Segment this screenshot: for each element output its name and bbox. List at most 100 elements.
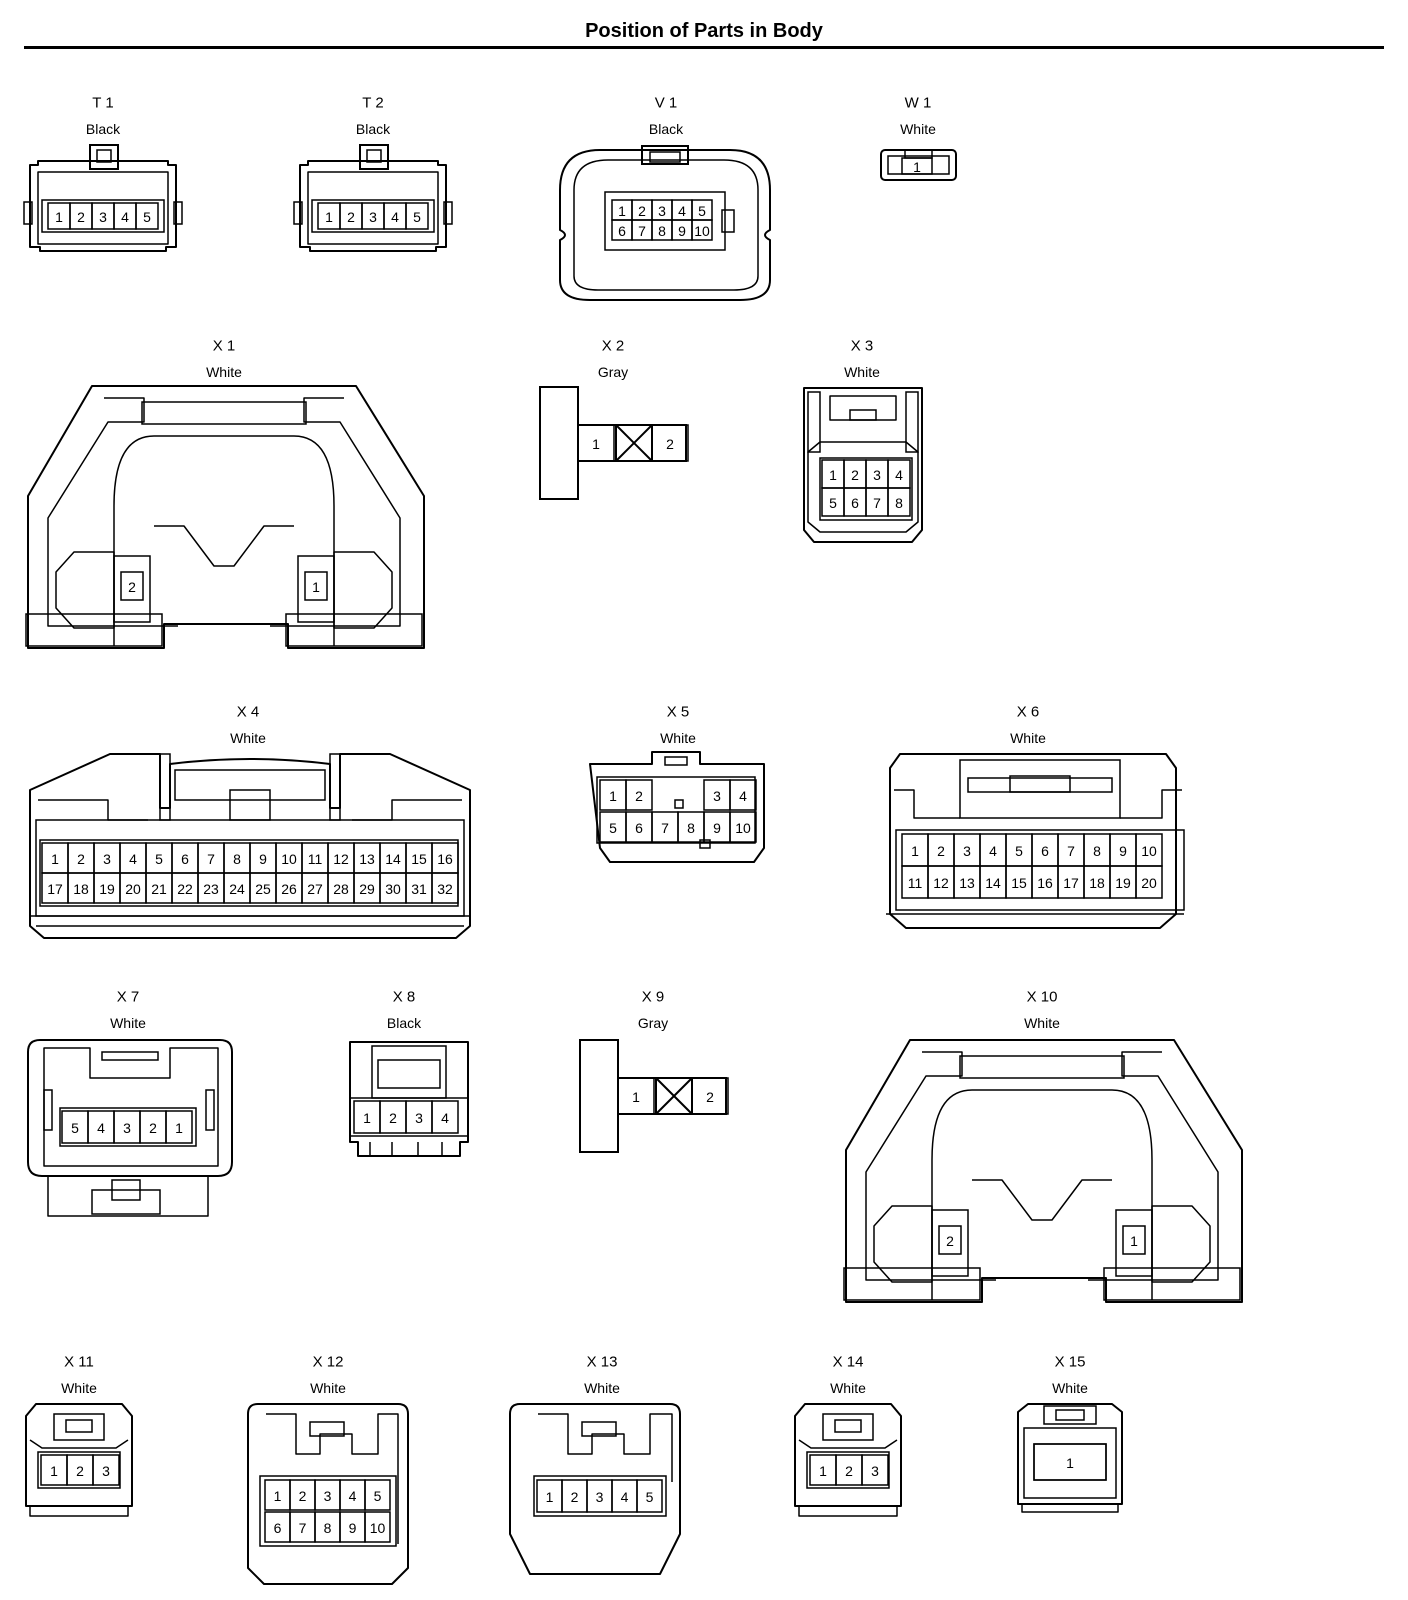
housing-outline	[822, 1413, 874, 1441]
pin-label: 2	[76, 1463, 84, 1479]
housing-outline	[111, 1179, 141, 1201]
pin-label: 1	[50, 1463, 58, 1479]
connector-color: White	[1024, 1015, 1060, 1031]
pin-label: 2	[946, 1233, 954, 1249]
connector-color: Black	[86, 121, 121, 137]
pin-label: 3	[369, 209, 377, 225]
pin-label: 4	[121, 209, 129, 225]
pin-label: 2	[389, 1110, 397, 1126]
connector-color: White	[230, 730, 266, 746]
pin-label: 3	[102, 1463, 110, 1479]
housing-outline	[25, 613, 163, 647]
housing-outline	[141, 401, 307, 425]
pin-label: 12	[333, 851, 349, 867]
pin-label: 25	[255, 881, 271, 897]
pin-label: 1	[1066, 1455, 1074, 1471]
pin-cell	[651, 424, 689, 462]
connector-color: White	[660, 730, 696, 746]
pin-label: 2	[77, 209, 85, 225]
connector-code: X 14	[833, 1354, 864, 1371]
pin-label: 7	[1067, 843, 1075, 859]
housing-outline	[641, 145, 689, 165]
pin-label: 1	[632, 1089, 640, 1105]
pin-label: 2	[706, 1089, 714, 1105]
pin-label: 1	[175, 1120, 183, 1136]
housing-outline	[113, 435, 335, 646]
housing-outline	[1151, 1205, 1211, 1283]
connector-color: Black	[387, 1015, 422, 1031]
pin-label: 10	[694, 223, 710, 239]
pin-label: 2	[571, 1489, 579, 1505]
pin-label: 10	[370, 1520, 386, 1536]
pin-label: 5	[829, 495, 837, 511]
housing-outline	[43, 1089, 53, 1131]
connector-color: White	[830, 1380, 866, 1396]
pin-label: 1	[913, 159, 921, 175]
housing-outline	[1115, 1209, 1153, 1277]
pin-label: 20	[1141, 875, 1157, 891]
housing-outline	[1088, 1051, 1219, 1281]
connector-code: X 8	[393, 989, 416, 1006]
pin-label: 7	[873, 495, 881, 511]
connector-color: White	[1052, 1380, 1088, 1396]
pin-label: 4	[989, 843, 997, 859]
pin-label: 10	[281, 851, 297, 867]
housing-outline	[59, 1107, 197, 1147]
page-title: Position of Parts in Body	[585, 20, 823, 42]
pin-label: 5	[698, 203, 706, 219]
housing-outline	[664, 756, 688, 766]
housing-outline	[905, 391, 919, 453]
pin-cell	[364, 1479, 391, 1511]
pin-label: 16	[1037, 875, 1053, 891]
pin-label: 2	[638, 203, 646, 219]
housing-outline	[309, 1421, 345, 1437]
pin-cell	[729, 779, 757, 811]
pin-label: 9	[1119, 843, 1127, 859]
pin-label: 19	[99, 881, 115, 897]
housing-outline	[794, 1403, 902, 1507]
pin-label: 9	[259, 851, 267, 867]
pin-label: 17	[1063, 875, 1079, 891]
housing-outline	[834, 1419, 862, 1433]
housing-outline	[967, 777, 1113, 793]
housing-outline	[307, 171, 439, 245]
pin-cell	[617, 1077, 655, 1115]
pin-label: 13	[959, 875, 975, 891]
housing-outline	[865, 1051, 996, 1281]
blank-cavity-icon	[615, 424, 653, 462]
pin-label: 8	[658, 223, 666, 239]
pin-label: 9	[678, 223, 686, 239]
housing-outline	[27, 1039, 233, 1177]
housing-outline	[113, 555, 151, 623]
housing-outline	[959, 1055, 1125, 1079]
pin-cell	[1122, 1225, 1146, 1255]
pin-label: 6	[618, 223, 626, 239]
housing-outline	[299, 160, 447, 252]
housing-outline	[573, 159, 759, 291]
housing-outline	[65, 1419, 93, 1433]
housing-outline	[174, 769, 326, 801]
housing-outline	[443, 201, 453, 225]
pin-label: 4	[349, 1488, 357, 1504]
pin-label: 1	[829, 467, 837, 483]
pin-label: 15	[411, 851, 427, 867]
pin-cell	[691, 1077, 729, 1115]
pin-label: 12	[933, 875, 949, 891]
pin-label: 1	[618, 203, 626, 219]
housing-outline	[1023, 1427, 1117, 1499]
housing-outline	[96, 149, 112, 163]
housing-outline	[29, 1506, 129, 1517]
housing-outline	[959, 759, 1121, 819]
pin-label: 1	[325, 209, 333, 225]
housing-outline	[89, 144, 119, 170]
housing-outline	[807, 441, 919, 533]
housing-outline	[803, 387, 923, 543]
pin-label: 22	[177, 881, 193, 897]
housing-outline	[369, 1142, 443, 1156]
